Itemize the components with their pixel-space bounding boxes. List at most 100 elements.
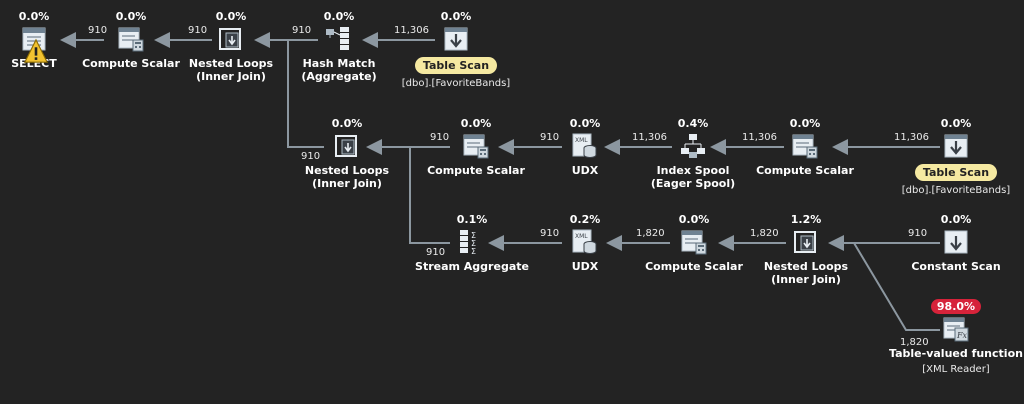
select-icon — [21, 26, 49, 63]
warning-icon — [23, 38, 49, 63]
node-compute-scalar-2[interactable]: 0.0% Compute Scalar — [406, 117, 546, 177]
cost-percent: 0.0% — [569, 117, 601, 130]
node-sublabel: (Inner Join) — [771, 273, 841, 286]
node-label: Hash Match — [302, 57, 376, 70]
node-compute-scalar-3[interactable]: 0.0% Compute Scalar — [735, 117, 875, 177]
node-label: Nested Loops — [188, 57, 274, 70]
node-object: [dbo].[FavoriteBands] — [401, 78, 511, 89]
node-nested-loops-3[interactable]: 1.2% Nested Loops (Inner Join) — [736, 213, 876, 286]
node-table-scan-1[interactable]: 0.0% Table Scan [dbo].[FavoriteBands] — [386, 10, 526, 90]
rowcount-cs2-nl2: 910 — [430, 132, 450, 143]
table-scan-icon — [443, 26, 469, 52]
table-scan-icon — [943, 133, 969, 159]
nested-loops-icon — [218, 26, 244, 52]
node-udx-1[interactable]: 0.0% XML UDX — [515, 117, 655, 177]
rowcount-cs3-spool: 11,306 — [742, 132, 777, 143]
node-index-spool[interactable]: 0.4% Index Spool (Eager Spool) — [623, 117, 763, 190]
arrow-nl2-nl1 — [287, 40, 324, 148]
rowcount-hm-nl1: 910 — [292, 25, 312, 36]
node-nested-loops-1[interactable]: 0.0% Nested Loops (Inner Join) — [161, 10, 301, 83]
svg-text:Σ: Σ — [471, 247, 476, 255]
node-label: Compute Scalar — [82, 57, 180, 70]
node-label: Table Scan — [914, 164, 998, 181]
node-hash-match[interactable]: 0.0% Hash Match (Aggregate) — [269, 10, 409, 83]
compute-scalar-icon — [792, 133, 818, 159]
nested-loops-icon — [793, 229, 819, 255]
cost-percent: 0.0% — [215, 10, 247, 23]
arrow-sa-nl2 — [409, 147, 450, 244]
node-nested-loops-2[interactable]: 0.0% Nested Loops (Inner Join) — [277, 117, 417, 190]
rowcount-nl1-cs1: 910 — [188, 25, 208, 36]
node-sublabel: (Aggregate) — [301, 70, 377, 83]
cost-percent: 0.4% — [677, 117, 709, 130]
cost-percent: 0.2% — [569, 213, 601, 226]
node-table-scan-2[interactable]: 0.0% Table Scan [dbo].[FavoriteBands] — [886, 117, 1024, 197]
node-label: UDX — [571, 260, 599, 273]
node-label: Compute Scalar — [645, 260, 743, 273]
node-udx-2[interactable]: 0.2% XML UDX — [515, 213, 655, 273]
node-label: Stream Aggregate — [415, 260, 529, 273]
node-object: [XML Reader] — [922, 364, 990, 375]
compute-scalar-icon — [681, 229, 707, 255]
node-compute-scalar-4[interactable]: 0.0% Compute Scalar — [624, 213, 764, 273]
cost-percent: 0.0% — [789, 117, 821, 130]
nested-loops-icon — [334, 133, 360, 159]
compute-scalar-icon — [118, 26, 144, 52]
rowcount-tvf-nl3: 1,820 — [900, 337, 929, 348]
node-label: Nested Loops — [304, 164, 390, 177]
node-sublabel: (Inner Join) — [196, 70, 266, 83]
node-label: Constant Scan — [911, 260, 1001, 273]
node-sublabel: (Inner Join) — [312, 177, 382, 190]
svg-text:XML: XML — [575, 233, 588, 240]
table-valued-function-icon: Fx — [943, 316, 969, 342]
rowcount-cscan-nl3: 910 — [908, 228, 928, 239]
svg-text:Σ: Σ — [471, 239, 476, 248]
node-select[interactable]: 0.0% SELECT — [0, 10, 104, 70]
cost-percent: 0.0% — [331, 117, 363, 130]
index-spool-icon — [680, 133, 706, 159]
rowcount-cs4-udx2: 1,820 — [636, 228, 665, 239]
hash-match-icon — [326, 26, 352, 52]
cost-percent: 0.0% — [323, 10, 355, 23]
arrow-tvf-nl3 — [853, 242, 940, 331]
cost-badge: 98.0% — [930, 299, 982, 314]
svg-text:XML: XML — [575, 137, 588, 144]
cost-percent: 0.0% — [460, 117, 492, 130]
rowcount-spool-udx1: 11,306 — [632, 132, 667, 143]
svg-text:Fx: Fx — [956, 331, 968, 340]
node-label: Table-valued function — [889, 347, 1023, 360]
cost-percent: 0.0% — [115, 10, 147, 23]
node-label: Compute Scalar — [427, 164, 525, 177]
rowcount-ts1-hm: 11,306 — [394, 25, 429, 36]
node-constant-scan[interactable]: 0.0% Constant Scan — [886, 213, 1024, 273]
compute-scalar-icon — [463, 133, 489, 159]
udx-xml-icon: XML — [572, 133, 598, 159]
cost-percent: 1.2% — [790, 213, 822, 226]
rowcount-udx1-cs2: 910 — [540, 132, 560, 143]
rowcount-udx2-sa: 910 — [540, 228, 560, 239]
rowcount-cs1-select: 910 — [88, 25, 108, 36]
cost-percent: 0.0% — [678, 213, 710, 226]
node-label: Compute Scalar — [756, 164, 854, 177]
rowcount-nl3-cs4: 1,820 — [750, 228, 779, 239]
udx-xml-icon: XML — [572, 229, 598, 255]
node-object: [dbo].[FavoriteBands] — [901, 185, 1011, 196]
node-label: Nested Loops — [763, 260, 849, 273]
node-label: UDX — [571, 164, 599, 177]
node-compute-scalar-1[interactable]: 0.0% Compute Scalar — [61, 10, 201, 70]
rowcount-ts2-cs3: 11,306 — [894, 132, 929, 143]
node-table-valued-function[interactable]: 98.0% Fx Table-valued function [XML Read… — [886, 299, 1024, 376]
rowcount-sa-nl2: 910 — [426, 247, 446, 258]
constant-scan-icon — [943, 229, 969, 255]
cost-percent: 0.0% — [440, 10, 472, 23]
rowcount-nl2-nl1: 910 — [301, 151, 321, 162]
cost-percent: 0.0% — [18, 10, 50, 23]
node-label: Index Spool — [656, 164, 730, 177]
cost-percent: 0.1% — [456, 213, 488, 226]
svg-text:Σ: Σ — [471, 231, 476, 240]
cost-percent: 0.0% — [940, 117, 972, 130]
cost-percent: 98.0% — [886, 299, 1024, 316]
